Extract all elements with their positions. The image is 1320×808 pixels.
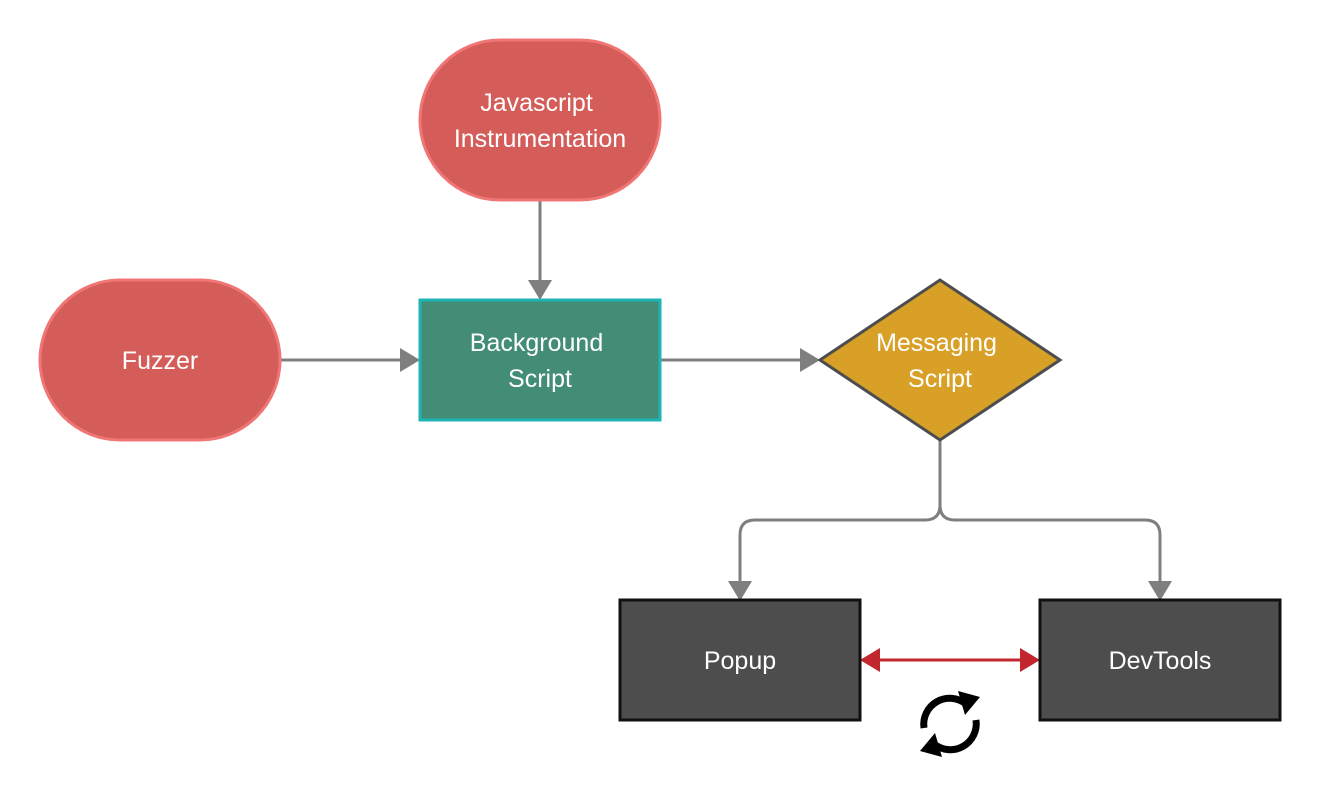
- node-fuzzer-shape: [38, 278, 282, 442]
- node-devtools: DevTools: [1038, 598, 1282, 722]
- arrowhead-background-to-messaging: [800, 348, 820, 372]
- edge-messaging-to-devtools: [938, 504, 1162, 582]
- node-popup: Popup: [618, 598, 862, 722]
- node-javascript-instrumentation-shape: [418, 38, 662, 202]
- node-background-script-line2: Script: [508, 365, 572, 393]
- arrowhead-messaging-to-popup: [728, 581, 752, 601]
- node-messaging-script-line2: Script: [908, 365, 972, 393]
- node-popup-shape: [618, 598, 862, 722]
- node-messaging-script-label: Messaging Script: [876, 329, 1004, 393]
- node-background-script-line1: Background: [470, 329, 603, 357]
- node-devtools-shape: [1038, 598, 1282, 722]
- node-devtools-label: DevTools: [1109, 647, 1212, 675]
- node-background-script: Background Script: [418, 298, 662, 422]
- node-messaging-script-shape: [817, 278, 1063, 442]
- node-javascript-instrumentation-line1: Javascript: [480, 89, 593, 117]
- arrowhead-fuzzer-to-background: [400, 348, 420, 372]
- node-fuzzer-label: Fuzzer: [122, 347, 198, 375]
- node-javascript-instrumentation: Javascript Instrumentation: [418, 38, 662, 202]
- arrowhead-js-to-background: [528, 280, 552, 300]
- arrowhead-messaging-to-devtools: [1148, 581, 1172, 601]
- edges: [280, 200, 1172, 672]
- arrowhead-popup-side: [860, 648, 880, 672]
- node-javascript-instrumentation-line2: Instrumentation: [454, 125, 626, 153]
- node-background-script-label: Background Script: [470, 329, 610, 393]
- node-javascript-instrumentation-label: Javascript Instrumentation: [454, 89, 626, 153]
- node-messaging-script-line1: Messaging: [876, 329, 997, 357]
- sync-icon: [920, 691, 980, 757]
- node-fuzzer: Fuzzer: [38, 278, 282, 442]
- edge-messaging-to-popup: [738, 440, 942, 582]
- node-popup-label: Popup: [704, 647, 776, 675]
- node-background-script-shape: [418, 298, 662, 422]
- arrowhead-devtools-side: [1020, 648, 1040, 672]
- node-messaging-script: Messaging Script: [817, 278, 1063, 442]
